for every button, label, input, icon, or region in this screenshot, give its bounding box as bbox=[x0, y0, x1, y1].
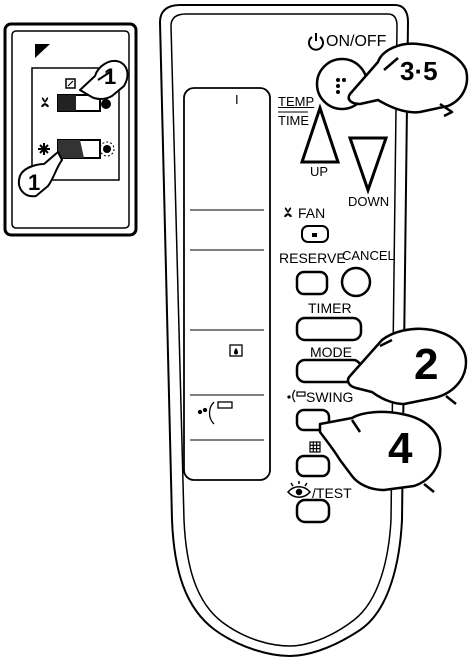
dry-mode-icon bbox=[229, 344, 243, 357]
hand-pointer-bottom bbox=[18, 151, 63, 198]
hand-callout-2 bbox=[346, 327, 468, 406]
hand-pointer-top bbox=[79, 60, 129, 100]
reserve-label: RESERVE bbox=[279, 250, 346, 266]
cancel-button[interactable] bbox=[340, 266, 372, 298]
step-number-1-bottom: 1 bbox=[28, 170, 41, 195]
fan-icon bbox=[41, 97, 49, 108]
fan-icon bbox=[284, 207, 292, 218]
reserve-button[interactable] bbox=[295, 270, 329, 296]
on-off-label: ON/OFF bbox=[326, 33, 387, 50]
grid-icon bbox=[309, 441, 321, 453]
indicator-dot-icon bbox=[101, 99, 111, 109]
switch-panel bbox=[3, 22, 138, 237]
swing-louver-icon bbox=[197, 401, 233, 425]
step-number-1-top: 1 bbox=[104, 64, 117, 89]
step-number-4: 4 bbox=[388, 424, 413, 473]
grid-button[interactable] bbox=[295, 454, 331, 478]
up-label: UP bbox=[310, 164, 329, 179]
eye-icon bbox=[287, 481, 311, 498]
swing-small-icon bbox=[287, 389, 306, 403]
test-label: /TEST bbox=[312, 485, 352, 501]
swing-label: SWING bbox=[306, 389, 354, 405]
timer-label: TIMER bbox=[308, 300, 352, 316]
lcd-display bbox=[183, 87, 271, 481]
fan-label: FAN bbox=[298, 205, 326, 221]
time-label: TIME bbox=[278, 113, 310, 128]
temp-label: TEMP bbox=[278, 94, 315, 109]
remote-body bbox=[158, 4, 410, 658]
test-button[interactable] bbox=[295, 498, 331, 524]
temp-up-button[interactable] bbox=[299, 103, 341, 164]
cancel-label: CANCEL bbox=[342, 248, 395, 263]
power-icon bbox=[308, 33, 324, 51]
step-number-2: 2 bbox=[414, 340, 439, 389]
mode-label: MODE bbox=[310, 344, 352, 360]
snowflake-icon bbox=[38, 143, 50, 155]
down-label: DOWN bbox=[348, 194, 390, 209]
panel-mode-icon bbox=[65, 78, 76, 89]
hand-callout-4 bbox=[318, 410, 442, 493]
temp-down-button[interactable] bbox=[347, 136, 389, 195]
sun-icon bbox=[99, 141, 115, 157]
step-number-3-5: 3·5 bbox=[400, 56, 438, 86]
timer-button[interactable] bbox=[295, 316, 363, 342]
display-indicator: I bbox=[235, 92, 239, 107]
daikin-logo-icon bbox=[35, 44, 50, 58]
hand-callout-3-5 bbox=[347, 42, 469, 118]
